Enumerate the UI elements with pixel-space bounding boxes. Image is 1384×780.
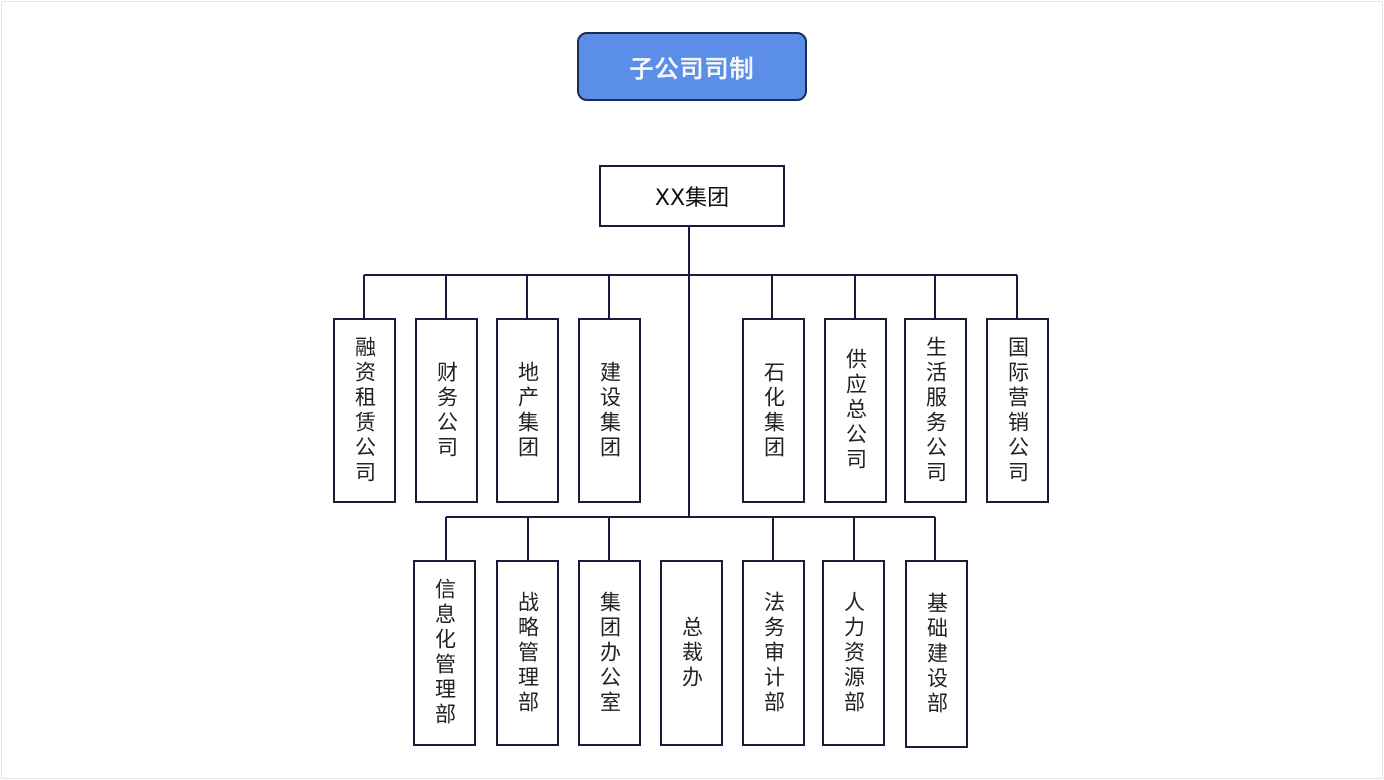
node-label: 战略管理部 [515,590,540,716]
node-label: 生活服务公司 [923,335,948,486]
subsidiary-node: 融资租赁公司 [333,318,396,503]
node-label: 集团办公室 [597,590,622,716]
department-node: 法务审计部 [742,560,805,746]
department-node: 战略管理部 [496,560,559,746]
diagram-title: 子公司司制 [577,32,807,101]
department-node: 人力资源部 [822,560,885,746]
node-label: 财务公司 [434,360,459,461]
node-label: 总裁办 [679,615,704,691]
subsidiary-node: 生活服务公司 [904,318,967,503]
node-label: 地产集团 [515,360,540,461]
subsidiary-node: 建设集团 [578,318,641,503]
node-label: 供应总公司 [843,348,868,473]
department-node: 集团办公室 [578,560,641,746]
subsidiary-node: 石化集团 [742,318,805,503]
node-label: 法务审计部 [761,590,786,716]
node-label: 石化集团 [761,360,786,461]
root-node: XX集团 [599,165,785,227]
subsidiary-node: 财务公司 [415,318,478,503]
node-label: 人力资源部 [841,590,866,716]
department-node: 总裁办 [660,560,723,746]
node-label: 融资租赁公司 [352,335,377,486]
subsidiary-node: 供应总公司 [824,318,887,503]
node-label: 建设集团 [597,360,622,461]
department-node: 基础建设部 [905,560,968,748]
department-node: 信息化管理部 [413,560,476,746]
node-label: 信息化管理部 [432,578,457,728]
subsidiary-node: 地产集团 [496,318,559,503]
subsidiary-node: 国际营销公司 [986,318,1049,503]
node-label: 国际营销公司 [1005,335,1030,486]
node-label: 基础建设部 [924,591,949,717]
